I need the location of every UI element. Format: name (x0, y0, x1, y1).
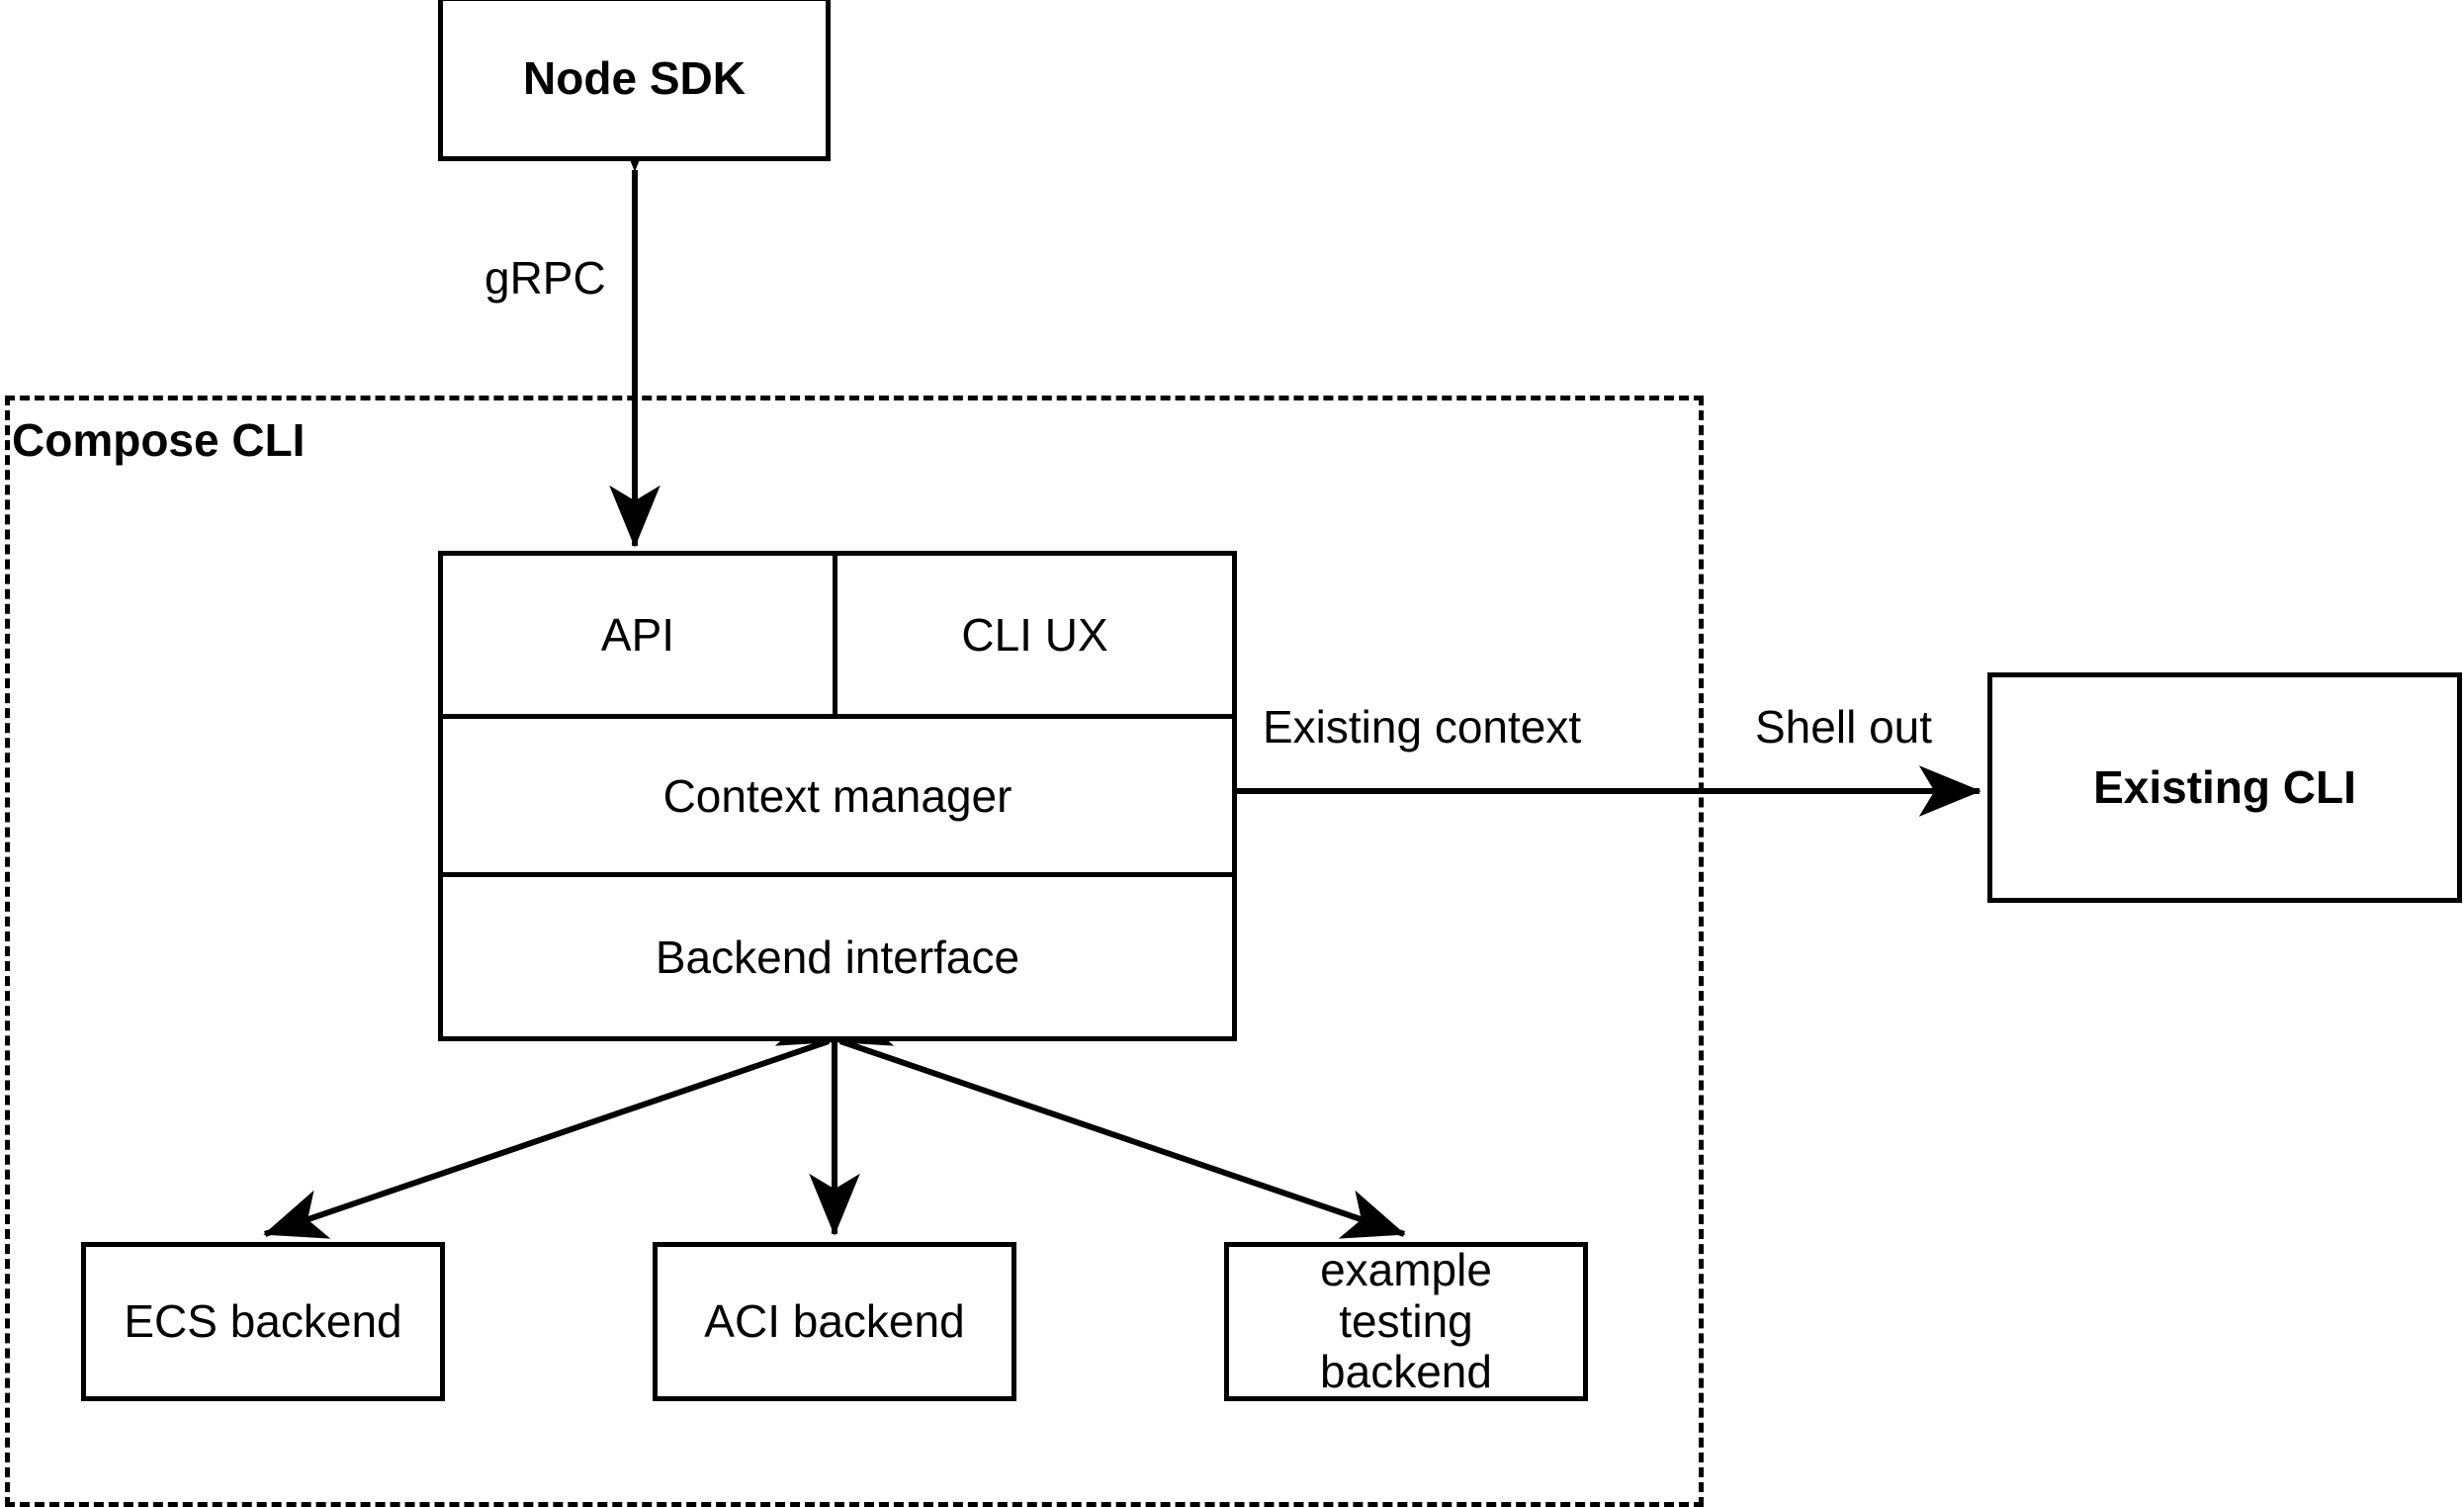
stack-row-context-manager: Context manager (443, 719, 1232, 877)
example-testing-backend-box[interactable]: example testing backend (1224, 1242, 1588, 1401)
ecs-backend-box[interactable]: ECS backend (81, 1242, 445, 1401)
stack-cell-cli-ux-label: CLI UX (961, 609, 1108, 661)
node-sdk-label: Node SDK (523, 51, 746, 104)
compose-cli-group-label: Compose CLI (12, 414, 306, 466)
stack-cell-cli-ux[interactable]: CLI UX (837, 556, 1232, 714)
aci-backend-label: ACI backend (704, 1294, 965, 1347)
stack-cell-api-label: API (600, 609, 675, 661)
stack-cell-api[interactable]: API (443, 556, 837, 714)
ecs-backend-label: ECS backend (124, 1294, 402, 1347)
stack-cell-backend-interface-label: Backend interface (655, 931, 1020, 983)
existing-cli-label: Existing CLI (2093, 760, 2356, 813)
existing-cli-box[interactable]: Existing CLI (1987, 672, 2462, 903)
stack-row-api: API CLI UX (443, 556, 1232, 719)
example-testing-backend-label: example testing backend (1320, 1244, 1492, 1398)
edge-label-shell-out: Shell out (1755, 701, 1933, 753)
node-sdk-box[interactable]: Node SDK (438, 0, 831, 161)
stack-cell-context-manager-label: Context manager (662, 769, 1012, 822)
aci-backend-box[interactable]: ACI backend (653, 1242, 1016, 1401)
stack-row-backend-interface: Backend interface (443, 877, 1232, 1036)
stack-cell-backend-interface[interactable]: Backend interface (443, 877, 1232, 1036)
compose-cli-stack: API CLI UX Context manager Backend inter… (438, 551, 1237, 1041)
edge-label-grpc: gRPC (484, 252, 606, 304)
edge-label-existing-context: Existing context (1263, 701, 1582, 753)
stack-cell-context-manager[interactable]: Context manager (443, 719, 1232, 872)
compose-cli-group (5, 396, 1704, 1507)
